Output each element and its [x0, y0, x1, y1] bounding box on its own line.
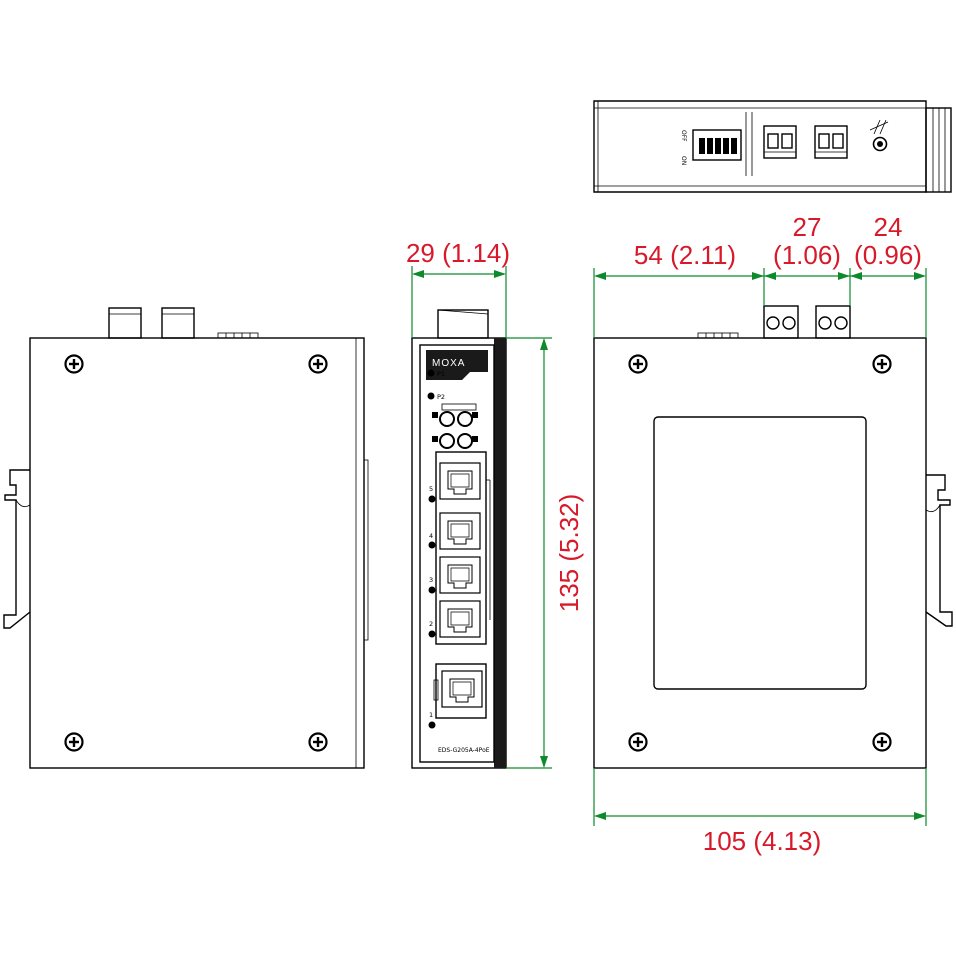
- top-view: OFF ON: [593, 100, 952, 193]
- dim-front-width: 29 (1.14): [406, 238, 510, 338]
- dim-depth-segments: 54 (2.11) 27 (1.06) 24 (0.96): [593, 212, 927, 338]
- dim-terminal-edge-inch: (0.96): [854, 240, 922, 270]
- dim-height-label: 135 (5.32): [554, 494, 584, 613]
- dim-rear-to-terminal-label: 54 (2.11): [634, 240, 736, 270]
- dim-terminal-pitch-inch: (1.06): [773, 240, 841, 270]
- power-terminal-1: [763, 125, 797, 159]
- brand-logo: MOXA: [432, 358, 465, 369]
- left-side-view: [3, 307, 369, 769]
- dim-terminal-pitch-value: 27: [793, 212, 822, 242]
- dip-switch: OFF ON: [680, 112, 753, 176]
- terminal-block-2: [815, 305, 851, 339]
- port-label-1: 1: [429, 711, 433, 719]
- port-label-2: 2: [429, 620, 433, 628]
- terminal-block-1: [763, 305, 799, 339]
- dim-total-depth-label: 105 (4.13): [703, 826, 822, 856]
- port-label-3: 3: [429, 576, 433, 584]
- ground-icon: [869, 119, 889, 152]
- led-p1-label: P1: [437, 370, 445, 378]
- rj45-port-2: [439, 600, 481, 638]
- rj45-port-1: [441, 670, 483, 708]
- model-label: EDS-G205A-4PoE: [438, 747, 490, 754]
- rj45-port-5: [439, 462, 481, 500]
- dip-label-off: OFF: [680, 130, 687, 142]
- dip-label-on: ON: [680, 156, 687, 165]
- rj45-port-4: [439, 512, 481, 550]
- port-label-5: 5: [429, 485, 433, 493]
- dim-terminal-edge-value: 24: [874, 212, 903, 242]
- dim-height: 135 (5.32): [506, 337, 584, 769]
- rj45-port-3: [439, 556, 481, 594]
- dim-total-depth: 105 (4.13): [593, 768, 927, 856]
- led-p2-label: P2: [437, 393, 445, 401]
- power-terminal-2: [814, 125, 848, 159]
- front-view: MOXA P1 P2 5 4 3 2: [411, 309, 507, 769]
- dim-front-width-label: 29 (1.14): [406, 238, 510, 268]
- right-side-view: [593, 305, 953, 769]
- poe-led-group: [432, 403, 478, 449]
- port-label-4: 4: [429, 532, 433, 540]
